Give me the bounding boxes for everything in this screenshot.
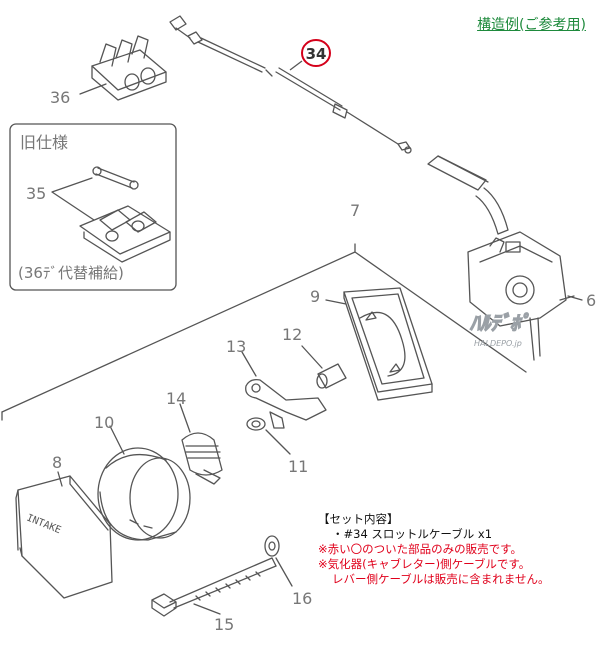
set-info: 【セット内容】 ・#34 スロットルケーブル x1 ※赤い〇のついた部品のみの販… <box>318 512 549 587</box>
label-part-12: 12 <box>282 325 302 344</box>
old-spec-note: (36ﾃﾞ代替補給) <box>18 264 124 282</box>
leader-15 <box>193 603 221 615</box>
bush-12 <box>316 363 347 389</box>
label-part-10: 10 <box>94 413 114 432</box>
label-part-6: 6 <box>586 291 596 310</box>
label-part-11: 11 <box>288 457 308 476</box>
label-part-15: 15 <box>214 615 234 634</box>
label-part-7: 7 <box>350 201 360 220</box>
leader-13 <box>241 351 257 377</box>
lever-13 <box>245 378 327 429</box>
spring-holder-14 <box>181 432 223 485</box>
watermark-domain: HALDEPO.jp <box>474 339 522 348</box>
old-spec-parts <box>79 166 171 263</box>
leader-14 <box>179 403 191 433</box>
leader-36 <box>79 83 107 95</box>
old-spec-title: 旧仕様 <box>20 133 68 152</box>
set-info-note-2: ※気化器(キャブレター)側ケーブルです。 <box>318 557 531 571</box>
label-part-16: 16 <box>292 589 312 608</box>
set-info-item: ・#34 スロットルケーブル x1 <box>332 527 493 541</box>
label-part-36: 36 <box>50 88 70 107</box>
bolt-15 <box>151 557 277 617</box>
leader-6 <box>567 295 583 301</box>
washer-16 <box>264 535 280 557</box>
cable-joint-36 <box>91 35 167 101</box>
throttle-cable <box>169 15 412 154</box>
leader-16 <box>275 557 293 587</box>
label-part-13: 13 <box>226 337 246 356</box>
highlight-circle-34 <box>301 39 331 67</box>
leader-8 <box>57 471 63 487</box>
set-info-note-3: レバー側ケーブルは販売に含まれません。 <box>332 572 550 586</box>
set-info-note-1: ※赤い〇のついた部品のみの販売です。 <box>318 542 522 556</box>
leader-10 <box>109 425 125 455</box>
label-part-14: 14 <box>166 389 186 408</box>
cover-8 <box>15 475 113 599</box>
label-part-9: 9 <box>310 287 320 306</box>
set-info-heading: 【セット内容】 <box>318 512 399 526</box>
leader-34 <box>289 60 303 71</box>
washer-11 <box>246 417 266 431</box>
watermark-logo: ﾊﾙﾃﾞﾎﾟ <box>469 311 530 335</box>
element-10 <box>97 447 191 541</box>
leader-11 <box>265 429 291 455</box>
leader-35 <box>51 177 95 221</box>
label-part-35: 35 <box>26 184 46 203</box>
gasket-9 <box>343 287 433 401</box>
carburetor-6 <box>427 155 575 361</box>
assembly-bracket-7 <box>1 243 527 413</box>
intake-label: INTAKE <box>25 513 63 537</box>
diagram-title: 構造例(ご参考用) <box>477 17 586 33</box>
leader-9 <box>325 299 347 305</box>
leader-12 <box>301 345 323 369</box>
label-part-8: 8 <box>52 453 62 472</box>
label-part-34: 34 <box>306 45 327 63</box>
old-spec-box <box>9 123 177 291</box>
